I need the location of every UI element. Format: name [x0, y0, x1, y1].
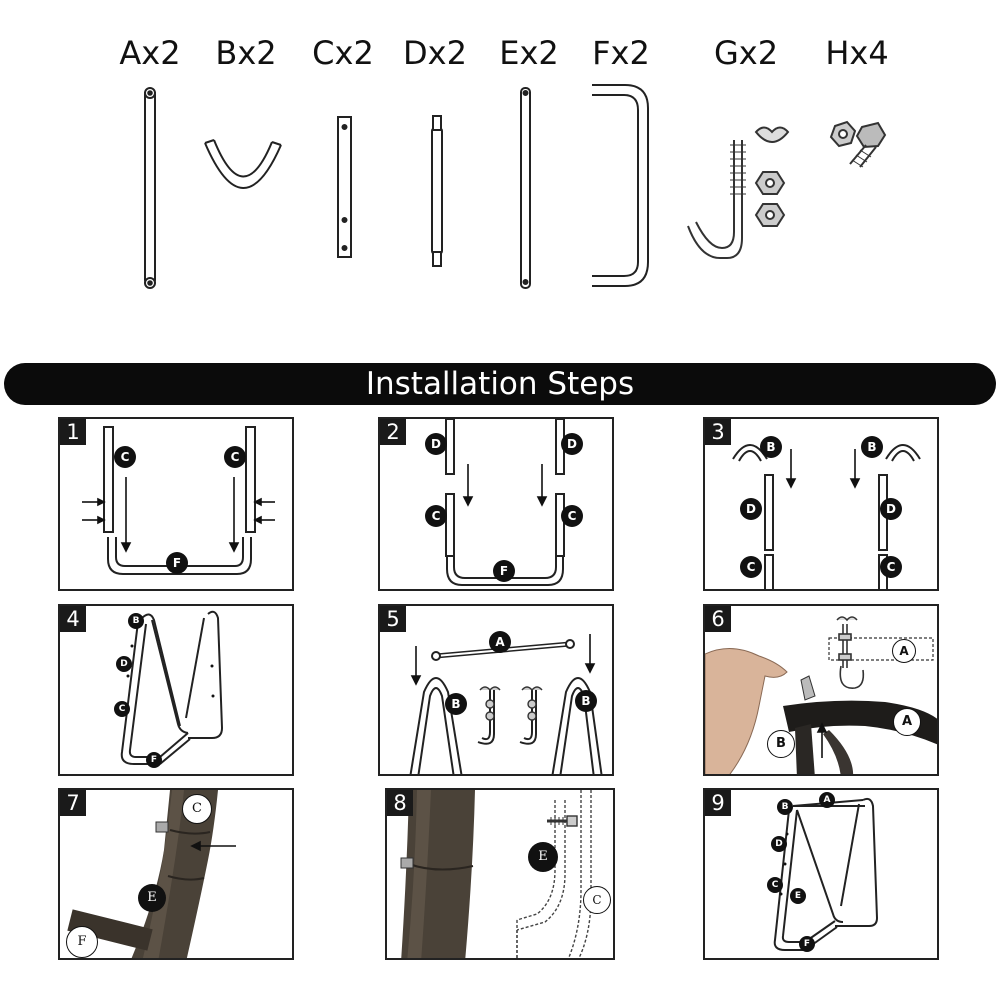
part-label-f: Fx2: [592, 34, 650, 72]
step-3-number: 3: [705, 419, 731, 445]
step-3-callout-c-right: C: [880, 556, 902, 578]
step-6-number: 6: [705, 606, 731, 632]
parts-illustration: [144, 84, 887, 289]
step-5-number: 5: [380, 606, 406, 632]
step-2-callout-c-left: C: [425, 505, 447, 527]
step-4-callout-f: F: [146, 752, 162, 768]
part-b-curved-tube-icon: [204, 139, 282, 189]
step-6-photo: [705, 616, 937, 774]
part-a-bar-icon: [144, 87, 156, 289]
installation-steps-banner: Installation Steps: [4, 363, 996, 405]
step-9-number: 9: [705, 790, 731, 816]
step-1-panel: 1 C C F: [58, 417, 294, 591]
step-7-callout-e: E: [138, 884, 166, 912]
step-3-callout-d-right: D: [880, 498, 902, 520]
step-9-diagram: [773, 797, 879, 951]
step-1-diagram: [82, 426, 275, 575]
part-label-c: Cx2: [312, 34, 374, 72]
step-6-panel: 6 A A B: [703, 604, 939, 776]
step-4-panel: 4 B D C F: [58, 604, 294, 776]
part-label-g: Gx2: [713, 34, 779, 72]
step-4-callout-b: B: [128, 613, 144, 629]
step-3-callout-b-right: B: [861, 436, 883, 458]
step-9-panel: 9 B A D C E F: [703, 788, 939, 960]
step-7-panel: 7 C E F: [58, 788, 294, 960]
step-3-panel: 3 B B D D C C: [703, 417, 939, 591]
step-1-callout-c-right: C: [224, 446, 246, 468]
step-9-callout-a: A: [819, 792, 835, 808]
part-label-b: Bx2: [215, 34, 277, 72]
part-e-long-tube-icon: [520, 87, 531, 289]
step-6-callout-b: B: [767, 730, 795, 758]
part-d-tube-icon: [431, 115, 443, 267]
step-1-callout-c-left: C: [114, 446, 136, 468]
step-2-callout-c-right: C: [561, 505, 583, 527]
step-7-callout-c: C: [182, 794, 212, 824]
step-9-callout-e: E: [790, 888, 806, 904]
part-f-u-bar-icon: [592, 84, 649, 287]
step-7-photo: [67, 790, 236, 958]
step-4-callout-c: C: [114, 701, 130, 717]
step-2-number: 2: [380, 419, 406, 445]
step-2-callout-d-right: D: [561, 433, 583, 455]
banner-title: Installation Steps: [365, 366, 635, 402]
part-label-h: Hx4: [825, 34, 889, 72]
step-3-callout-d-left: D: [740, 498, 762, 520]
step-4-callout-d: D: [116, 656, 132, 672]
step-2-diagram: [445, 419, 565, 586]
part-label-d: Dx2: [403, 34, 467, 72]
step-8-callout-e: E: [528, 842, 558, 872]
step-9-callout-b: B: [777, 799, 793, 815]
step-3-callout-b-left: B: [760, 436, 782, 458]
step-2-panel: 2 D D C C F: [378, 417, 614, 591]
part-g-hook-bolt-icon: [687, 126, 790, 259]
part-label-a: Ax2: [119, 34, 181, 72]
step-6-callout-a-bottom: A: [893, 708, 921, 736]
step-8-panel: 8 E C: [385, 788, 615, 960]
part-c-flat-bar-icon: [337, 116, 352, 258]
part-h-bolt-nut-icon: [829, 120, 887, 168]
step-4-number: 4: [60, 606, 86, 632]
step-7-number: 7: [60, 790, 86, 816]
step-2-callout-d-left: D: [425, 433, 447, 455]
step-3-callout-c-left: C: [740, 556, 762, 578]
step-5-callout-b-left: B: [445, 693, 467, 715]
step-9-callout-f: F: [799, 936, 815, 952]
step-7-callout-f: F: [66, 926, 98, 958]
step-9-callout-d: D: [771, 836, 787, 852]
step-8-photo: [400, 790, 592, 958]
step-5-callout-b-right: B: [575, 690, 597, 712]
step-1-number: 1: [60, 419, 86, 445]
step-8-callout-c: C: [583, 886, 611, 914]
step-8-number: 8: [387, 790, 413, 816]
step-2-callout-f: F: [493, 560, 515, 582]
step-9-callout-c: C: [767, 877, 783, 893]
part-label-e: Ex2: [499, 34, 559, 72]
step-6-callout-a-top: A: [892, 639, 916, 663]
step-5-callout-a: A: [489, 631, 511, 653]
step-5-panel: 5 A B B: [378, 604, 614, 776]
step-4-diagram: [120, 610, 224, 765]
step-1-callout-f: F: [166, 552, 188, 574]
